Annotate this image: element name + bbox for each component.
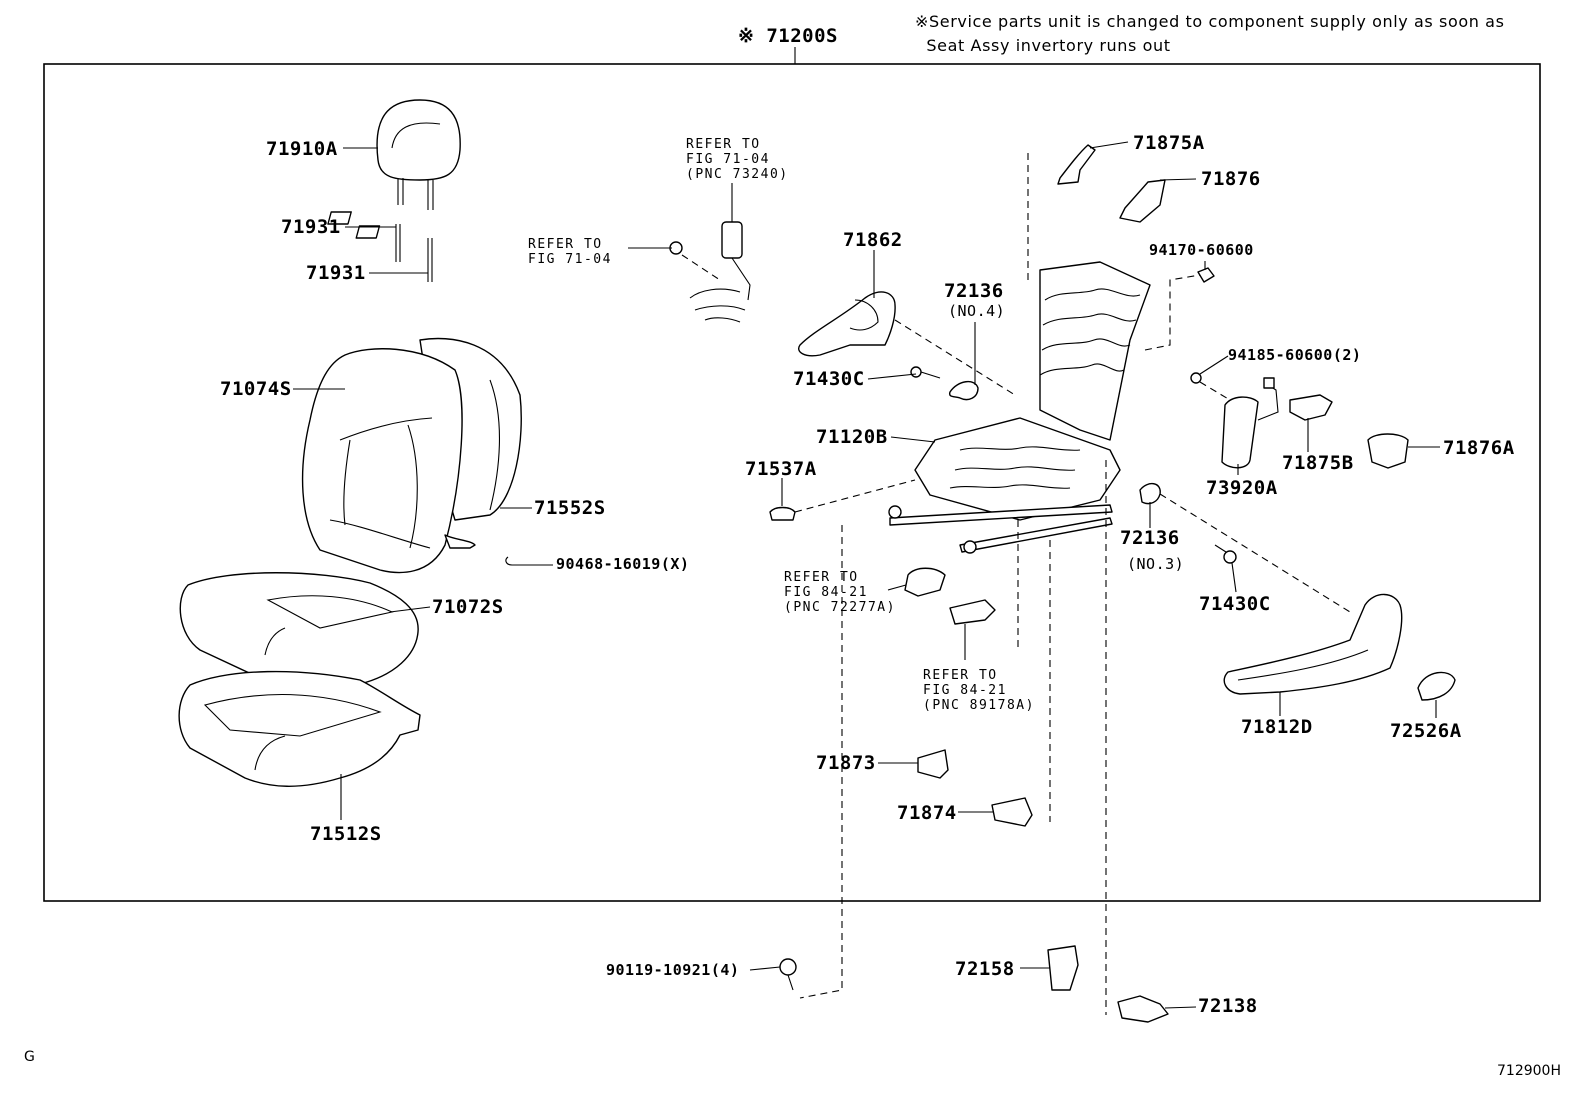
ref-sensor: REFER TO FIG 84-21 (PNC 89178A) — [923, 668, 1035, 713]
spring-no4-drawing — [948, 381, 979, 401]
label-nut-2[interactable]: 94185-60600(2) — [1228, 346, 1362, 364]
label-headrest[interactable]: 71910A — [266, 138, 338, 160]
nut-2-drawing — [1190, 372, 1202, 384]
hinge-cover-71875a-drawing — [1057, 144, 1096, 185]
cover-71873-drawing — [917, 749, 949, 779]
cover-72158-drawing — [1047, 945, 1079, 991]
headrest-drawing — [376, 99, 461, 210]
label-back-cover[interactable]: 71552S — [534, 497, 606, 519]
label-headrest-guide-a[interactable]: 71931 — [281, 216, 341, 238]
label-cover-71876a[interactable]: 71876A — [1443, 437, 1515, 459]
assembly-frame — [43, 63, 1541, 902]
screw-drawing — [779, 958, 797, 991]
corner-mark: G — [24, 1049, 35, 1065]
assembly-number: ※ 71200S — [738, 25, 838, 47]
label-headrest-guide-b[interactable]: 71931 — [306, 262, 366, 284]
sensor-drawing — [949, 599, 996, 660]
label-knob[interactable]: 72526A — [1390, 720, 1462, 742]
ref-belt: REFER TO FIG 71-04 (PNC 73240) — [686, 137, 789, 182]
ref-connector: REFER TO FIG 84-21 (PNC 72277A) — [784, 570, 896, 615]
headrest-guide-drawings — [327, 211, 433, 282]
label-spring-no3[interactable]: 72136 — [1120, 527, 1180, 549]
spring-no3-drawing — [1139, 483, 1161, 505]
label-hinge-cover-71876[interactable]: 71876 — [1201, 168, 1261, 190]
label-bolt-right[interactable]: 71430C — [1199, 593, 1271, 615]
label-hinge-cover-71875a[interactable]: 71875A — [1133, 132, 1205, 154]
cover-71874-drawing — [991, 797, 1033, 827]
label-spring-no3-sub: (NO.3) — [1127, 555, 1185, 573]
label-airbag[interactable]: 73920A — [1206, 477, 1278, 499]
outer-shield-drawing — [1223, 593, 1403, 695]
cap-dashline — [794, 479, 916, 513]
label-cover-71874[interactable]: 71874 — [897, 802, 957, 824]
knob-drawing — [1417, 671, 1456, 701]
label-hog-ring[interactable]: 90468-16019(X) — [556, 555, 690, 573]
label-spring-no4-sub: (NO.4) — [948, 302, 1006, 320]
label-nut[interactable]: 94170-60600 — [1149, 241, 1254, 259]
hinge-cover-71876-drawing — [1119, 179, 1166, 223]
shield-dashline — [894, 319, 1016, 396]
bolt-left-drawing — [910, 366, 941, 379]
label-outer-shield[interactable]: 71812D — [1241, 716, 1313, 738]
label-bolt-left[interactable]: 71430C — [793, 368, 865, 390]
leader-lines — [293, 141, 1440, 1009]
ref-buckle: REFER TO FIG 71-04 — [528, 237, 612, 267]
spring-no3-dashline — [1159, 493, 1351, 613]
label-bracket-71875b[interactable]: 71875B — [1282, 452, 1354, 474]
cushion-pad-drawing — [178, 670, 421, 787]
bracket-71875b-drawing — [1289, 394, 1333, 421]
cap-drawing — [769, 506, 796, 521]
figure-id: 712900H — [1497, 1063, 1561, 1079]
label-cushion-pad[interactable]: 71512S — [310, 823, 382, 845]
label-cap[interactable]: 71537A — [745, 458, 817, 480]
vertical-dashline-left — [799, 525, 843, 999]
connector-drawing — [904, 567, 946, 597]
label-cover-72158[interactable]: 72158 — [955, 958, 1015, 980]
seatbelt-drawing — [669, 221, 751, 323]
airbag-drawing — [1221, 377, 1279, 469]
inner-shield-drawing — [798, 291, 896, 357]
cover-71876a-drawing — [1367, 433, 1409, 469]
label-back-pad[interactable]: 71074S — [220, 378, 292, 400]
cushion-cover-drawing — [179, 572, 419, 691]
nut-drawing — [1197, 267, 1215, 283]
label-frame[interactable]: 71120B — [816, 426, 888, 448]
label-cover-72138[interactable]: 72138 — [1198, 995, 1258, 1017]
service-note: ※Service parts unit is changed to compon… — [915, 12, 1505, 55]
frame-dashline-right — [1144, 274, 1201, 351]
label-screw[interactable]: 90119-10921(4) — [606, 961, 740, 979]
seatback-drawing — [301, 337, 522, 574]
seat-frame-drawing — [888, 261, 1151, 554]
label-spring-no4[interactable]: 72136 — [944, 280, 1004, 302]
nut-2-dashline — [1199, 381, 1231, 401]
bolt-right-drawing — [1214, 544, 1237, 564]
label-cover-71873[interactable]: 71873 — [816, 752, 876, 774]
label-inner-shield[interactable]: 71862 — [843, 229, 903, 251]
cover-72138-drawing — [1117, 995, 1169, 1023]
label-cushion-cover[interactable]: 71072S — [432, 596, 504, 618]
